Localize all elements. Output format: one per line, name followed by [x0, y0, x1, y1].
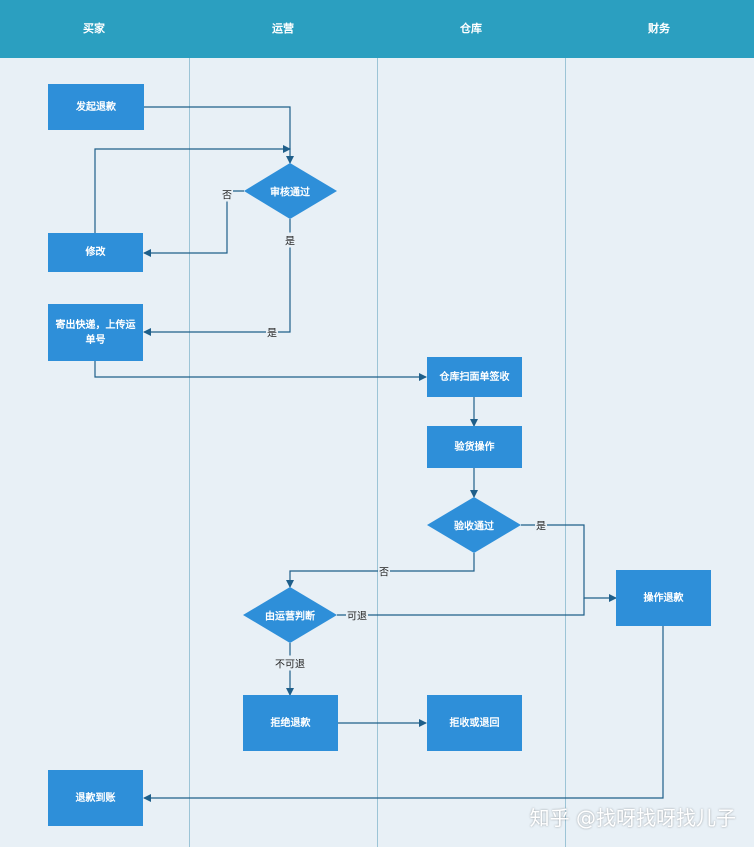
lane-header-bar: [0, 0, 754, 58]
decision-judge-label: 由运营判断: [265, 611, 315, 623]
lane-title-finance: 财务: [648, 22, 670, 35]
decision-review-label: 审核通过: [270, 187, 310, 199]
edge-review-no-to-modify: [143, 190, 244, 257]
edge-modify-to-review: [94, 145, 291, 233]
edge-label-review-yes: 是: [284, 232, 296, 248]
node-warehouse-scan: 仓库扫面单签收: [427, 357, 522, 397]
lane-divider: [565, 58, 566, 847]
lane-title-operations: 运营: [272, 22, 294, 35]
edge-label-judge-not: 不可退: [274, 655, 306, 671]
node-start-refund: 发起退款: [48, 84, 144, 130]
edge-finance-to-received: [143, 626, 664, 802]
edge-review-yes-to-ship: [143, 219, 291, 336]
decision-inspect-shape: [427, 497, 521, 553]
edge-label-review-no: 否: [221, 186, 233, 202]
node-modify: 修改: [48, 233, 143, 272]
watermark: 知乎 @找呀找呀找儿子: [529, 806, 736, 830]
node-inspect: 验货操作: [427, 426, 522, 468]
edge-label-review-yes-ship: 是: [266, 324, 278, 340]
edge-check-yes-to-finance: [521, 524, 617, 602]
node-refund-received: 退款到账: [48, 770, 143, 826]
edge-label-judge-ok: 可退: [346, 607, 368, 623]
node-finance-refund: 操作退款: [616, 570, 711, 626]
edge-label-inspect-no: 否: [378, 563, 390, 579]
edge-ship-to-warehouse: [94, 361, 427, 381]
decision-judge-shape: [243, 587, 337, 643]
lane-title-buyer: 买家: [83, 22, 105, 35]
node-reject-refund: 拒绝退款: [243, 695, 338, 751]
decision-review-shape: [244, 163, 337, 219]
node-ship: 寄出快递，上传运单号: [48, 304, 143, 361]
lane-divider: [377, 58, 378, 847]
node-reject-or-return: 拒收或退回: [427, 695, 522, 751]
decision-inspect-label: 验收通过: [454, 521, 494, 533]
lane-divider: [189, 58, 190, 847]
edge-start-to-review: [144, 106, 294, 164]
edge-judge-ok-to-finance: [337, 598, 585, 616]
edge-label-inspect-yes: 是: [535, 517, 547, 533]
lane-title-warehouse: 仓库: [460, 22, 482, 35]
